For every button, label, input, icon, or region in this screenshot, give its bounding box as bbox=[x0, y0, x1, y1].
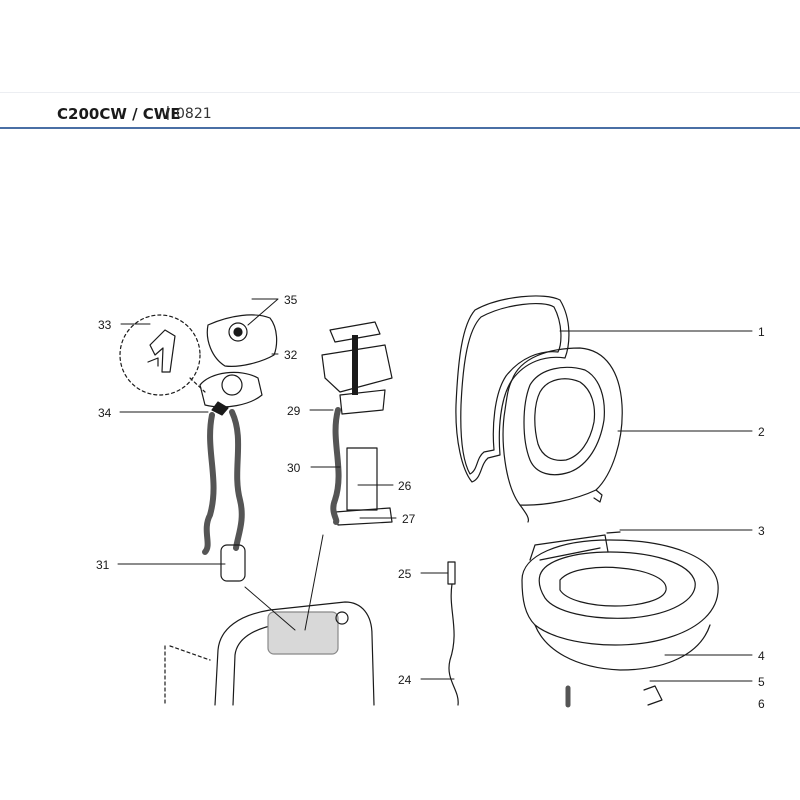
callout-6: 6 bbox=[758, 697, 765, 711]
callout-24: 24 bbox=[398, 673, 412, 687]
part-pump-assembly bbox=[321, 321, 393, 526]
part-24-25-sensor-cable bbox=[447, 561, 459, 706]
header-rule bbox=[0, 127, 800, 129]
part-3-screw bbox=[606, 531, 621, 534]
callout-31: 31 bbox=[96, 558, 110, 572]
callout-29: 29 bbox=[287, 404, 301, 418]
callout-4: 4 bbox=[758, 649, 765, 663]
part-hose-left bbox=[202, 409, 245, 555]
part-33-detail-circle bbox=[119, 314, 206, 396]
bottom-fragments bbox=[565, 685, 663, 708]
callout-3: 3 bbox=[758, 524, 765, 538]
callout-33: 33 bbox=[98, 318, 112, 332]
part-1-lid-frame bbox=[455, 295, 570, 483]
callout-1: 1 bbox=[758, 325, 765, 339]
callout-27: 27 bbox=[402, 512, 416, 526]
part-2-seat bbox=[502, 347, 623, 523]
callout-5: 5 bbox=[758, 675, 765, 689]
part-32-handle-cap bbox=[206, 314, 278, 367]
callout-25: 25 bbox=[398, 567, 412, 581]
part-4-bowl bbox=[521, 534, 719, 671]
title-separator: | bbox=[166, 104, 170, 121]
callout-35: 35 bbox=[284, 293, 298, 307]
top-band bbox=[0, 0, 800, 93]
document-code: 0821 bbox=[176, 106, 212, 122]
callout-30: 30 bbox=[287, 461, 301, 475]
cassette-housing bbox=[164, 601, 375, 706]
model-title: C200CW / CWE bbox=[57, 105, 181, 123]
part-31-float bbox=[220, 544, 246, 582]
leader-lines bbox=[117, 298, 753, 682]
callout-32: 32 bbox=[284, 348, 298, 362]
callout-2: 2 bbox=[758, 425, 765, 439]
part-34-valve-base bbox=[199, 371, 263, 416]
callout-34: 34 bbox=[98, 406, 112, 420]
callout-26: 26 bbox=[398, 479, 412, 493]
